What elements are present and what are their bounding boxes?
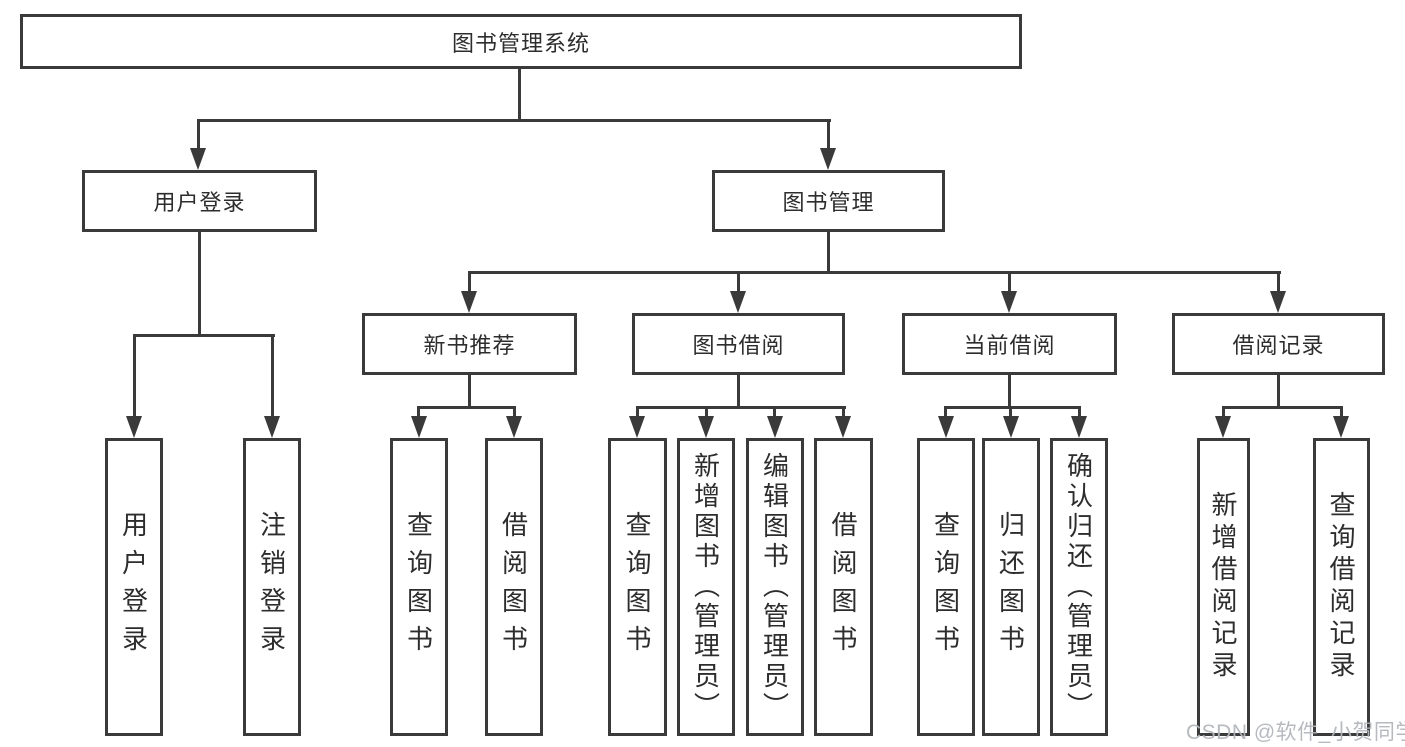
connector-drop-query-books-1 <box>417 406 420 418</box>
arrow-add-record <box>1215 416 1231 438</box>
arrow-query-books-3 <box>938 416 954 438</box>
leaf-query-books-2: 查询图书 <box>608 438 667 736</box>
connector-drop-leaf-logout <box>271 334 274 418</box>
node-new-book-recommend: 新书推荐 <box>362 313 577 375</box>
connector-book-management-stem <box>827 232 830 274</box>
watermark-text: CSDN @软件_小贺同学 <box>1186 721 1405 744</box>
arrow-query-record <box>1333 416 1349 438</box>
connector-book-management-rail <box>468 271 1281 274</box>
leaf-query-borrow-record: 查询借阅记录 <box>1313 438 1370 736</box>
arrow-confirm-return <box>1071 416 1087 438</box>
leaf-add-book-admin: 新增图书（管理员） <box>677 438 735 736</box>
connector-drop-borrow-books-2 <box>842 406 845 418</box>
arrow-leaf-logout <box>264 416 280 438</box>
arrow-return-books <box>1003 416 1019 438</box>
connector-drop-new-book <box>468 271 471 293</box>
connector-drop-book-borrowing <box>737 271 740 293</box>
node-book-management: 图书管理 <box>712 170 945 232</box>
leaf-query-books-3: 查询图书 <box>917 438 975 736</box>
connector-user-login-rail <box>133 334 275 337</box>
leaf-query-books-1: 查询图书 <box>390 438 448 736</box>
arrow-current-borrowing <box>1001 291 1017 313</box>
connector-current-borrowing-stem <box>1008 375 1011 409</box>
connector-drop-current-borrowing <box>1008 271 1011 293</box>
node-borrow-records: 借阅记录 <box>1172 313 1385 375</box>
leaf-return-books: 归还图书 <box>982 438 1040 736</box>
connector-borrow-records-rail <box>1222 406 1343 409</box>
connector-root-rail <box>197 119 831 122</box>
connector-drop-confirm-return <box>1078 406 1081 418</box>
arrow-book-borrowing <box>730 291 746 313</box>
leaf-logout-login: 注销登录 <box>243 438 301 736</box>
arrow-borrow-books-1 <box>506 416 522 438</box>
connector-drop-query-books-2 <box>636 406 639 418</box>
connector-user-login-stem <box>198 232 201 337</box>
connector-drop-borrow-books-1 <box>513 406 516 418</box>
arrow-edit-book <box>767 416 783 438</box>
node-library-system: 图书管理系统 <box>20 14 1022 69</box>
connector-drop-user-login <box>197 119 200 150</box>
leaf-borrow-books-2: 借阅图书 <box>814 438 873 736</box>
arrow-query-books-2 <box>629 416 645 438</box>
connector-drop-add-record <box>1222 406 1225 418</box>
node-user-login: 用户登录 <box>82 170 317 232</box>
leaf-confirm-return-admin: 确认归还（管理员） <box>1050 438 1108 736</box>
connector-drop-return-books <box>1009 406 1012 418</box>
leaf-borrow-books-1: 借阅图书 <box>485 438 543 736</box>
connector-new-book-rail <box>417 406 516 409</box>
connector-book-borrowing-rail <box>636 406 846 409</box>
arrow-borrow-books-2 <box>835 416 851 438</box>
connector-drop-leaf-user-login <box>133 334 136 418</box>
node-current-borrowing: 当前借阅 <box>902 313 1117 375</box>
leaf-edit-book-admin: 编辑图书（管理员） <box>746 438 804 736</box>
connector-book-borrowing-stem <box>737 375 740 409</box>
connector-root-stem <box>518 69 521 122</box>
connector-drop-query-record <box>1340 406 1343 418</box>
connector-drop-add-book <box>705 406 708 418</box>
arrow-query-books-1 <box>411 416 427 438</box>
node-book-borrowing: 图书借阅 <box>632 313 845 375</box>
connector-drop-edit-book <box>773 406 776 418</box>
arrow-borrow-records <box>1270 291 1286 313</box>
arrow-new-book <box>461 291 477 313</box>
arrow-book-management <box>820 148 836 170</box>
connector-drop-borrow-records <box>1277 271 1280 293</box>
leaf-user-login: 用户登录 <box>105 438 163 736</box>
arrow-leaf-user-login <box>126 416 142 438</box>
arrow-user-login <box>190 148 206 170</box>
connector-drop-book-management <box>827 119 830 150</box>
connector-drop-query-books-3 <box>944 406 947 418</box>
connector-new-book-stem <box>468 375 471 409</box>
connector-current-borrowing-rail <box>944 406 1081 409</box>
arrow-add-book <box>698 416 714 438</box>
connector-borrow-records-stem <box>1277 375 1280 409</box>
leaf-add-borrow-record: 新增借阅记录 <box>1197 438 1250 736</box>
